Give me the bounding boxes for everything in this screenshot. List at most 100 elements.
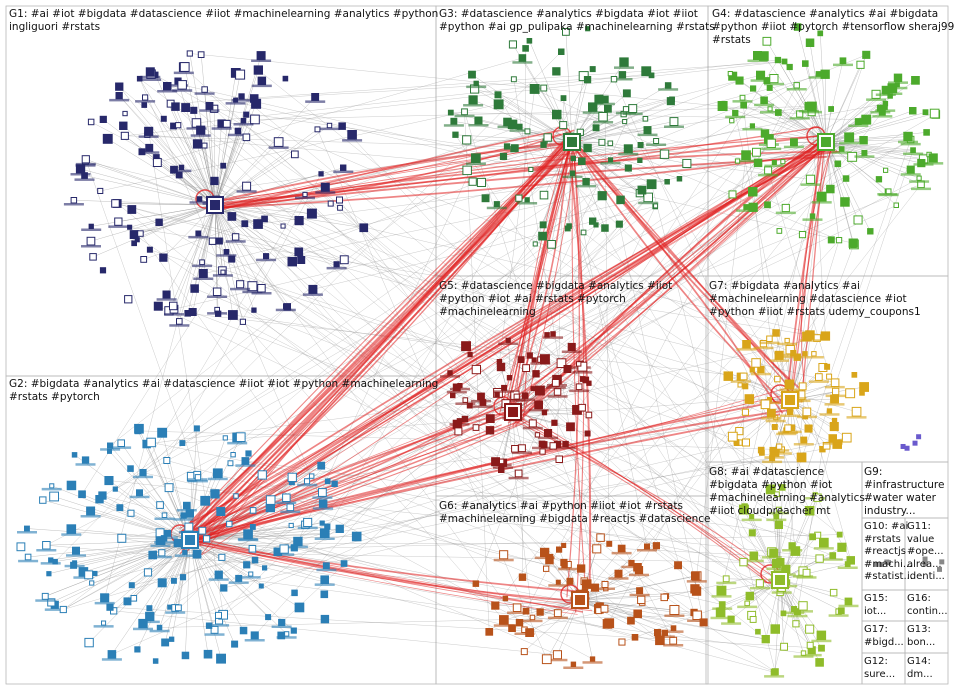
node	[739, 372, 748, 381]
node	[788, 542, 796, 550]
edge	[579, 590, 640, 601]
node	[819, 537, 829, 548]
edge	[229, 523, 636, 638]
node	[249, 507, 257, 514]
node	[623, 144, 633, 154]
node-label	[41, 487, 62, 491]
node-label	[169, 324, 190, 327]
node	[774, 56, 782, 64]
node-label	[302, 293, 323, 296]
node	[117, 533, 127, 543]
node	[838, 146, 845, 152]
node-label	[242, 290, 263, 294]
node	[327, 200, 334, 207]
node	[155, 218, 163, 227]
hub-node-avatar	[508, 407, 518, 417]
node	[215, 237, 223, 245]
node	[148, 550, 157, 560]
node	[220, 162, 227, 169]
node	[749, 514, 755, 520]
node	[601, 224, 609, 232]
node	[617, 544, 626, 553]
edge	[85, 159, 198, 475]
node-label	[903, 152, 924, 155]
node	[136, 489, 143, 497]
node	[107, 448, 112, 454]
node	[885, 188, 892, 195]
node	[669, 96, 675, 103]
node-label	[563, 666, 584, 669]
edge	[298, 80, 740, 253]
node-label	[754, 103, 775, 107]
node-label	[637, 133, 658, 137]
node-label	[512, 61, 533, 64]
node-label	[517, 202, 538, 205]
node-label	[664, 614, 685, 617]
node	[534, 432, 541, 438]
edge	[129, 204, 216, 228]
node-label	[837, 566, 858, 569]
node-label	[783, 145, 804, 149]
node	[331, 480, 338, 488]
group-box-g6	[435, 495, 709, 685]
edge	[83, 539, 191, 573]
node-label	[468, 124, 489, 127]
node	[286, 503, 295, 512]
node	[790, 138, 798, 147]
node	[127, 205, 137, 214]
node	[592, 124, 600, 132]
node	[923, 129, 930, 136]
node-label	[561, 350, 582, 353]
node	[265, 495, 276, 505]
node-label	[63, 203, 84, 206]
node-label	[207, 477, 228, 481]
node	[622, 106, 630, 113]
node	[452, 131, 459, 138]
edge	[499, 88, 535, 362]
edge-bundle	[179, 142, 828, 530]
node	[538, 440, 546, 448]
edge	[474, 88, 573, 143]
edge	[137, 539, 191, 650]
node-label	[494, 390, 514, 393]
node	[290, 544, 298, 552]
node	[152, 658, 159, 664]
node	[106, 603, 114, 611]
edge	[167, 85, 854, 244]
node	[110, 607, 118, 615]
node-label	[545, 386, 566, 389]
node	[169, 636, 175, 642]
node	[318, 171, 324, 177]
node-label	[900, 142, 921, 146]
node	[622, 89, 631, 98]
node-label	[312, 496, 333, 499]
edge	[214, 204, 262, 289]
node	[817, 30, 824, 37]
node-label	[465, 162, 486, 165]
node-label	[93, 625, 114, 628]
node	[828, 434, 837, 443]
node	[790, 350, 797, 357]
node	[604, 618, 615, 629]
node-label	[663, 644, 684, 647]
node	[536, 608, 544, 616]
node	[184, 310, 191, 317]
node	[560, 95, 567, 101]
node-label	[839, 141, 860, 145]
node	[144, 126, 154, 136]
node-label	[280, 510, 301, 514]
node-label	[36, 549, 57, 552]
node-label	[654, 635, 675, 638]
edge	[118, 95, 216, 206]
node	[52, 558, 58, 565]
node	[456, 418, 463, 424]
edge	[763, 100, 827, 143]
edge-bundle	[190, 135, 829, 535]
node	[518, 573, 527, 581]
node	[552, 109, 562, 120]
node	[324, 478, 331, 485]
node	[560, 558, 568, 567]
node-label	[721, 622, 742, 625]
node	[179, 440, 186, 447]
edge	[571, 129, 648, 143]
